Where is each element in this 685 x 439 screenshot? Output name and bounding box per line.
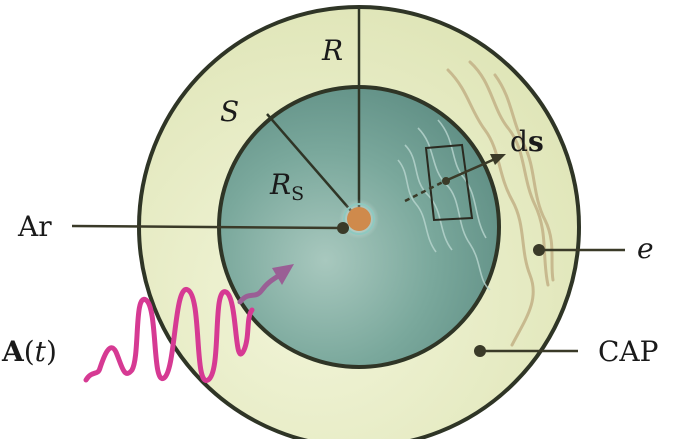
ar-pointer-line bbox=[71, 224, 343, 230]
label-r-s: RS bbox=[269, 168, 304, 205]
surface-element bbox=[404, 143, 506, 222]
label-a-t: A(t) bbox=[1, 335, 57, 368]
electron-wavefronts bbox=[446, 60, 555, 347]
label-s: S bbox=[220, 95, 239, 128]
label-r: R bbox=[321, 34, 343, 67]
ds-arrowhead bbox=[490, 154, 506, 165]
laser-pulse bbox=[83, 287, 255, 383]
cap-pointer-dot bbox=[474, 345, 486, 357]
s-radius-line bbox=[266, 113, 360, 221]
label-e: e bbox=[637, 232, 654, 265]
ionization-arrow bbox=[237, 264, 294, 305]
label-ds: ds bbox=[510, 125, 544, 158]
ar-pointer-dot bbox=[337, 222, 349, 234]
nucleus bbox=[347, 207, 371, 231]
label-ar: Ar bbox=[17, 210, 52, 243]
e-pointer-dot bbox=[533, 244, 545, 256]
nucleus-ring bbox=[343, 203, 375, 235]
inner-wavefronts bbox=[397, 119, 491, 291]
label-cap: CAP bbox=[598, 335, 658, 368]
